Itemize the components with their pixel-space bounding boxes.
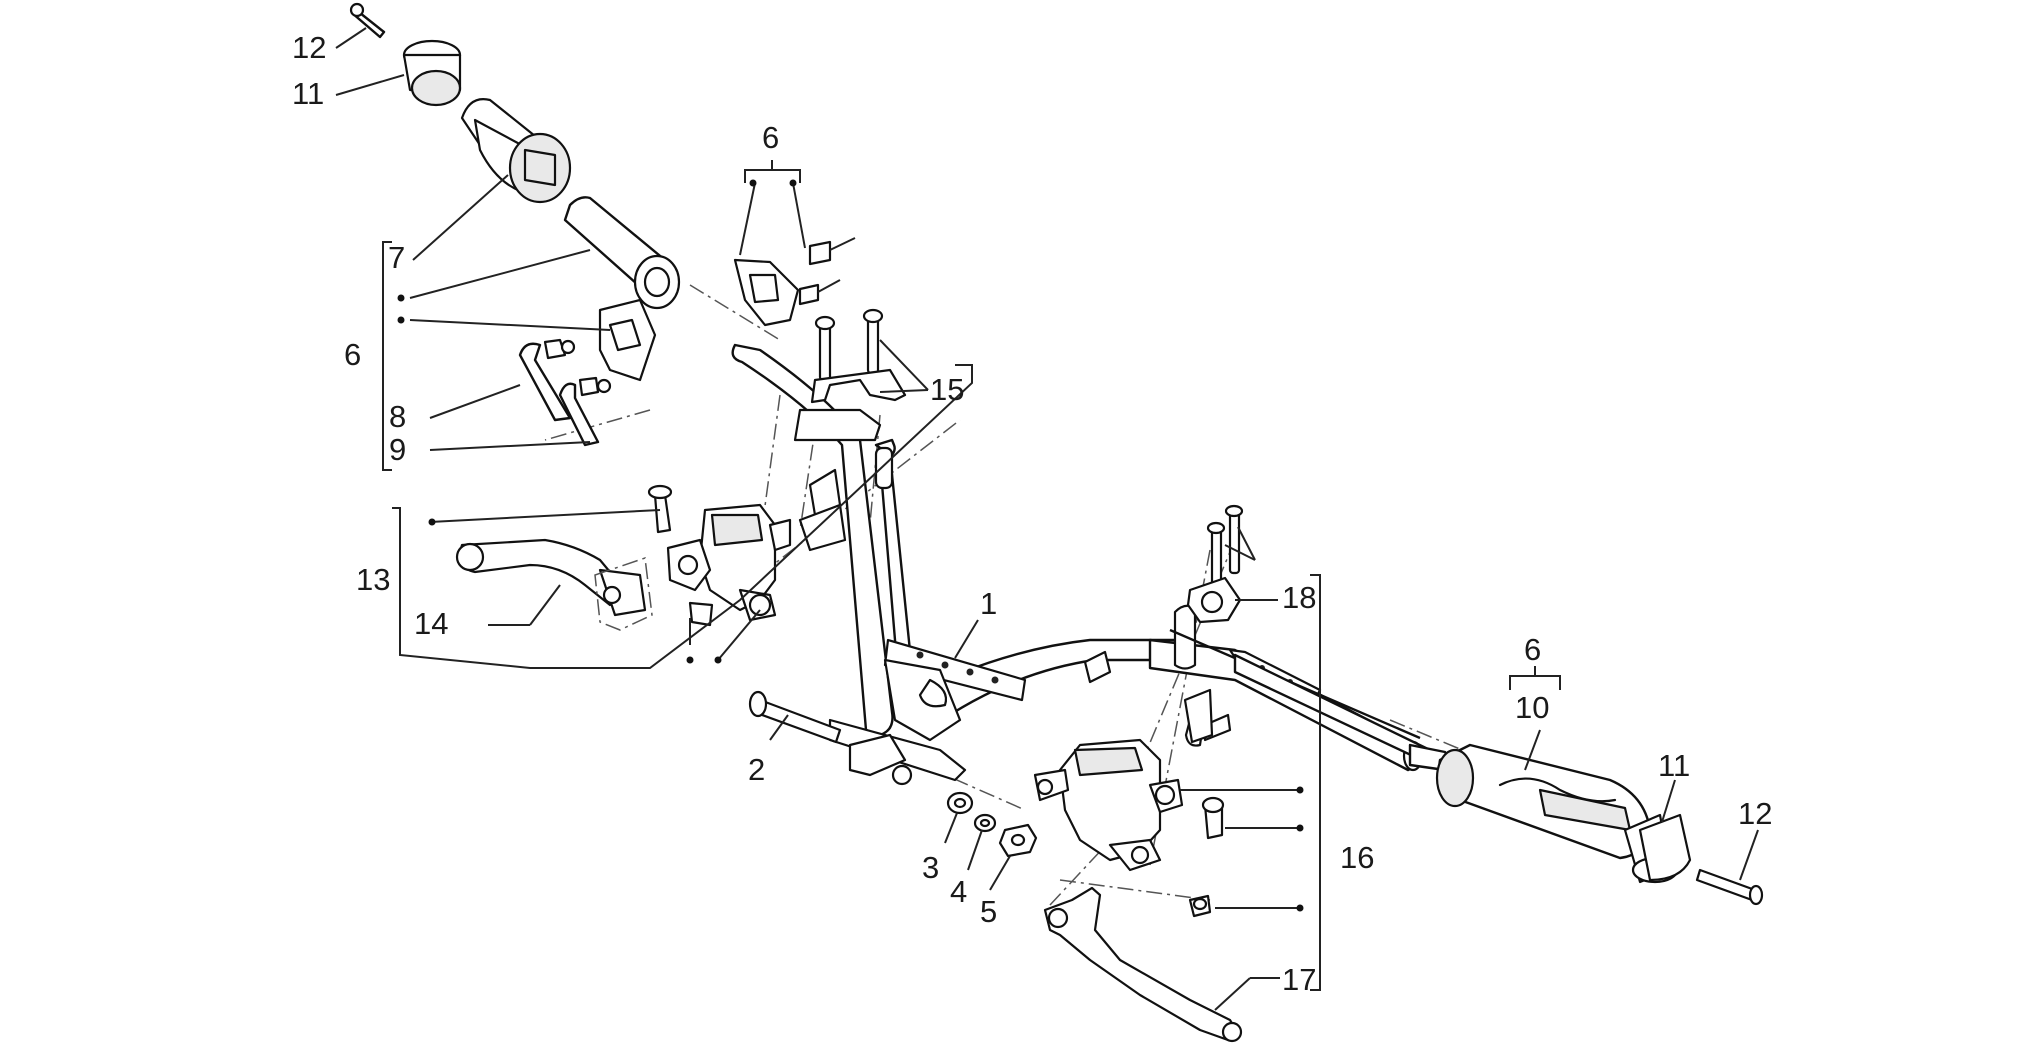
callout-17: 17 [1282, 962, 1316, 997]
callout-11: 11 [1658, 748, 1690, 783]
callout-6: 6 [344, 337, 361, 372]
right-bar-end-tube [1169, 628, 1449, 772]
leader-dots [397, 179, 1304, 912]
callout-8: 8 [389, 399, 406, 434]
callout-16: 16 [1340, 840, 1374, 875]
callout-12: 12 [292, 30, 326, 65]
callout-1: 1 [980, 586, 997, 621]
callout-14: 14 [414, 606, 448, 641]
left-brake-assembly [455, 484, 792, 631]
group-brackets [382, 160, 1561, 991]
callout-10: 10 [1515, 690, 1549, 725]
handlebar-clamps-part-15 [793, 308, 907, 552]
callout-13: 13 [356, 562, 390, 597]
callout-labels: 12 11 7 6 8 9 6 15 13 14 1 18 2 3 4 5 16… [292, 30, 1772, 997]
washers-and-nut [946, 791, 1038, 858]
right-grip-group [1435, 743, 1764, 906]
bolt-part-2 [748, 690, 842, 744]
callout-7: 7 [388, 240, 405, 275]
clamp-part-18 [1183, 504, 1244, 744]
callout-9: 9 [389, 432, 406, 467]
callout-2: 2 [748, 752, 765, 787]
callout-11: 11 [292, 76, 324, 111]
callout-15: 15 [930, 372, 964, 407]
callout-5: 5 [980, 894, 997, 929]
right-brake-lever [1043, 886, 1243, 1043]
callout-4: 4 [950, 874, 967, 909]
throttle-cables [518, 338, 612, 447]
callout-18: 18 [1282, 580, 1316, 615]
callout-12: 12 [1738, 796, 1772, 831]
throttle-grip-group [349, 2, 681, 310]
throttle-housing-clamp [598, 237, 856, 382]
callout-3: 3 [922, 850, 939, 885]
right-brake-master-cylinder [1033, 738, 1225, 918]
callout-6: 6 [1524, 632, 1541, 667]
callout-6: 6 [762, 120, 779, 155]
leader-lines [335, 27, 1759, 1011]
